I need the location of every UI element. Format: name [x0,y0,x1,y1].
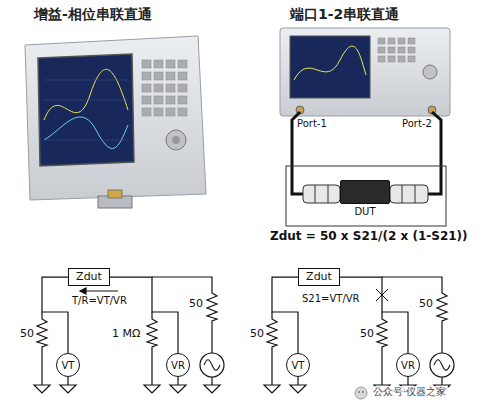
dut-component: DUT [340,180,390,217]
text-label: 50 [250,328,264,341]
text-label: S21=VT/VR [302,293,360,305]
signal-source [200,353,224,377]
node-text: VT [292,360,305,371]
watermark-icon [355,387,367,399]
voltmeter-circle: VT [56,353,80,377]
voltmeter-circle: VR [396,353,420,377]
impedance-box: Zdut [68,268,110,286]
watermark: 公众号·仪器之家 [371,386,448,398]
fixture-outline [286,166,446,226]
node-text: VR [171,360,185,371]
dut-body [340,180,390,204]
text-label: Port-1 [297,118,327,130]
text-label: 50 [189,298,203,311]
text-label: 50 [419,298,433,311]
wire-path [110,277,178,353]
node-text: VR [401,360,415,371]
node-text: DUT [340,206,390,217]
text-label: Port-2 [402,118,432,130]
signal-source [430,353,454,377]
node-text: VT [62,360,75,371]
network-analyzer-photo [280,28,450,116]
ground-symbol [34,380,220,393]
wire-connector [340,277,408,353]
schematic-wires [42,277,212,380]
wire-connector [110,277,178,353]
text-label: Zdut = 50 x S21/(2 x (1-S21)) [270,230,468,244]
text-label: T/R=VT/VR [72,295,127,307]
impedance-box: Zdut [298,268,340,286]
text-label: 50 [20,328,34,341]
section-title: 端口1-2串联直通 [290,6,399,22]
resistor-symbol [267,290,447,350]
voltmeter-circle: VT [286,353,310,377]
wire-path [42,277,68,353]
network-analyzer-photo [25,36,206,208]
node-text: Zdut [69,271,109,283]
voltmeter-circle: VR [166,353,190,377]
wire-connector [42,277,68,353]
schematic-wires [272,277,442,380]
wire-connector [272,277,298,353]
text-label: 50 [360,328,374,341]
node-text: Zdut [299,271,339,283]
section-title: 增益-相位串联直通 [34,6,152,22]
resistor-symbol [37,290,217,350]
wire-path [272,277,298,353]
text-label: 1 MΩ [112,328,140,341]
wire-path [340,277,408,353]
